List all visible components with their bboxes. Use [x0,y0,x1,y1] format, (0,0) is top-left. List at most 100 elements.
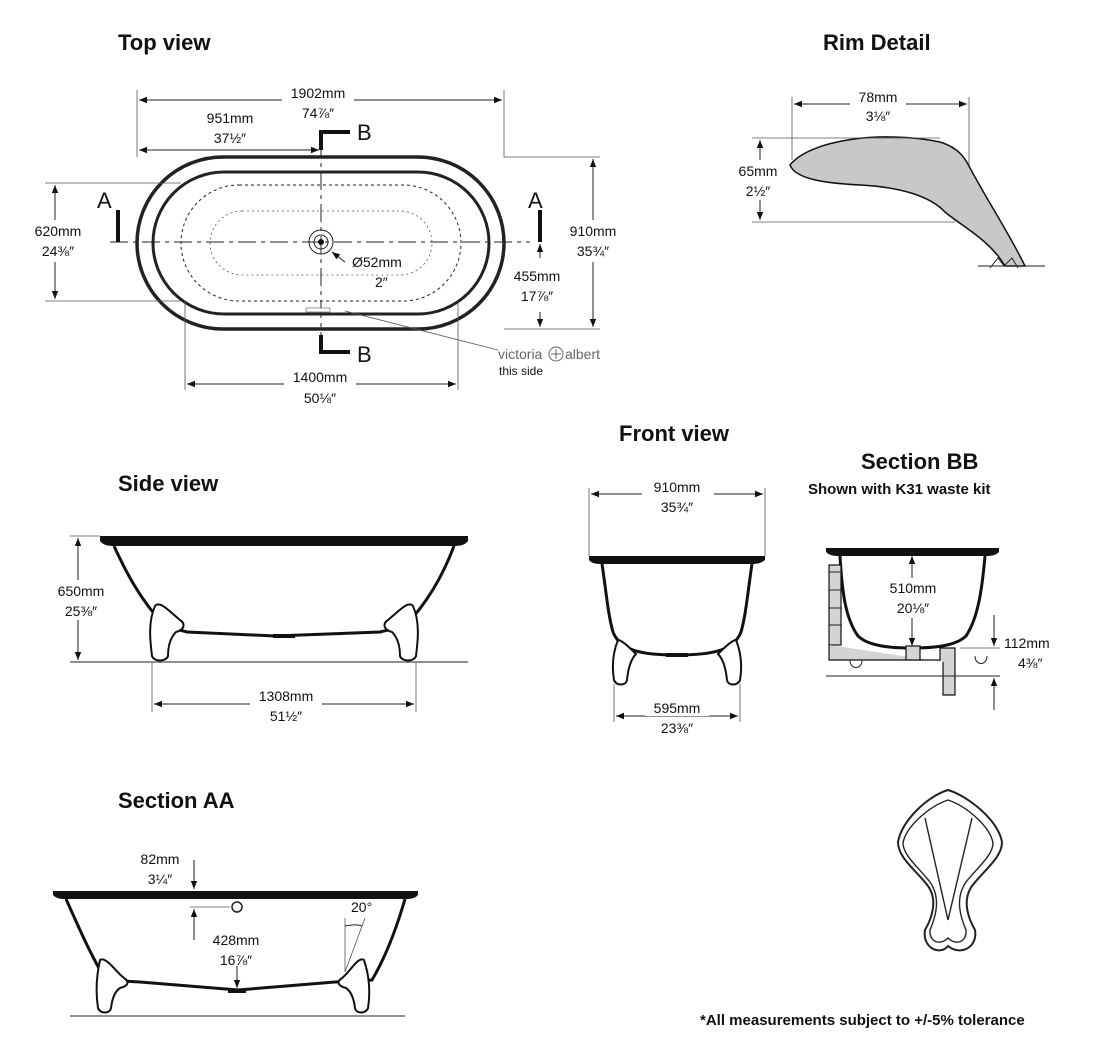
label-bg [732,160,784,200]
rim-width-mm: 78mm [859,89,898,105]
side-height-mm: 650mm [58,583,105,599]
label-bg [565,220,621,262]
section-label-a-left: A [97,188,112,213]
waste-dia-in: 2″ [375,274,388,290]
brand-plate [305,307,331,313]
foot-outline [896,788,1004,952]
angle-arc [344,924,363,927]
aa-waste [228,989,246,993]
aa-foot-right [337,958,371,1014]
section-bb-subtitle: Shown with K31 waste kit [808,481,991,498]
overall-width-mm: 910mm [570,223,617,239]
overflow-pipe [828,564,842,646]
front-view-title: Front view [619,421,730,446]
brand-name-left: victoria [498,346,543,362]
rim-height-mm: 65mm [739,163,778,179]
label-bg [880,578,946,618]
waste-offset-mm: 455mm [514,268,561,284]
waste-outlet-inner [313,234,329,250]
section-aa-rim [53,891,418,899]
top-view-title: Top view [118,30,211,55]
section-label-a-right: A [528,188,543,213]
rim-detail: Rim Detail 78mm 3⅛″ 65mm 2½″ [732,30,1045,269]
front-rim [589,556,765,564]
aa-overflow-in: 16⅞″ [220,952,252,968]
aa-rim-in: 3¼″ [148,871,172,887]
section-aa: Section AA 82mm 3¼″ 428mm 16⅞″ 20° [53,788,418,1017]
label-bg [642,480,714,496]
waste-outlet [308,229,334,255]
label-bg [645,700,709,716]
front-width-mm: 910mm [654,479,701,495]
half-length-in: 37½″ [214,130,246,146]
bb-clearance-in: 4⅜″ [1018,655,1042,671]
aa-rim-mm: 82mm [141,851,180,867]
trap-pipe [828,645,956,696]
base-length-mm: 1400mm [293,369,347,385]
section-bb-feet [849,655,988,668]
aa-angle: 20° [351,899,372,915]
foot-inner-outline [902,799,994,943]
front-feet-mm: 595mm [654,700,701,716]
brand-note: this side [499,364,543,378]
label-bg [850,90,906,106]
aa-foot-left [95,958,129,1014]
foot-ridge [924,817,973,921]
front-feet-in: 23⅜″ [661,720,693,736]
rim-profile [789,136,1027,267]
angle-line [344,917,366,973]
section-label-b-bottom: B [357,342,372,367]
overflow-hole [231,901,243,913]
side-feet-mm: 1308mm [259,688,313,704]
section-label-b-top: B [357,120,372,145]
section-marker-b-top [319,130,350,150]
bb-depth-mm: 510mm [890,580,937,596]
side-waste [273,634,295,638]
overall-length-in: 74⅞″ [302,105,334,121]
tolerance-footnote: *All measurements subject to +/-5% toler… [700,1012,1025,1029]
label-bg [30,220,86,262]
base-length-in: 50⅛″ [304,390,336,406]
brand-leader [344,310,499,351]
front-body [600,563,754,657]
bb-clearance-mm: 112mm [1004,635,1050,651]
inner-width-mm: 620mm [35,223,82,239]
overall-length-mm: 1902mm [291,85,345,101]
side-foot-right [383,603,419,662]
section-bb: Section BB Shown with K31 waste kit 510m… [808,449,1050,710]
basin-floor [209,210,433,276]
half-length-mm: 951mm [207,110,254,126]
side-rim [100,536,468,546]
side-feet-in: 51½″ [270,708,302,724]
side-height-in: 25⅜″ [65,603,97,619]
foot-detail [896,788,1004,952]
overall-width-in: 35¾″ [577,243,609,259]
waste-offset-in: 17⅞″ [521,288,553,304]
label-bg [52,580,110,620]
section-aa-title: Section AA [118,788,235,813]
label-bg [282,86,354,102]
rim-height-in: 2½″ [746,183,770,199]
front-width-in: 35¾″ [661,499,693,515]
label-bg [284,370,356,386]
waste-dia-mm: Ø52mm [352,254,402,270]
front-view: Front view 910mm 35¾″ 595mm 23⅜″ [588,421,766,736]
front-foot-left [611,638,638,686]
front-waste [666,653,688,657]
side-view: Side view 650mm 25⅜″ 1308mm 51½″ [52,471,468,724]
aa-overflow-mm: 428mm [213,932,260,948]
section-bb-rim [826,548,999,556]
side-view-title: Side view [118,471,219,496]
rim-width-in: 3⅛″ [866,108,890,124]
rim-detail-title: Rim Detail [823,30,931,55]
waste-outlet-center [318,239,324,245]
brand-name-right: albert [565,346,600,362]
section-marker-b-bottom [319,335,350,354]
side-foot-left [149,603,185,662]
pipe-joints [829,571,842,626]
front-foot-right [716,638,743,686]
waste-outlet-bb [905,645,921,661]
brand-plus-icon [548,346,564,362]
